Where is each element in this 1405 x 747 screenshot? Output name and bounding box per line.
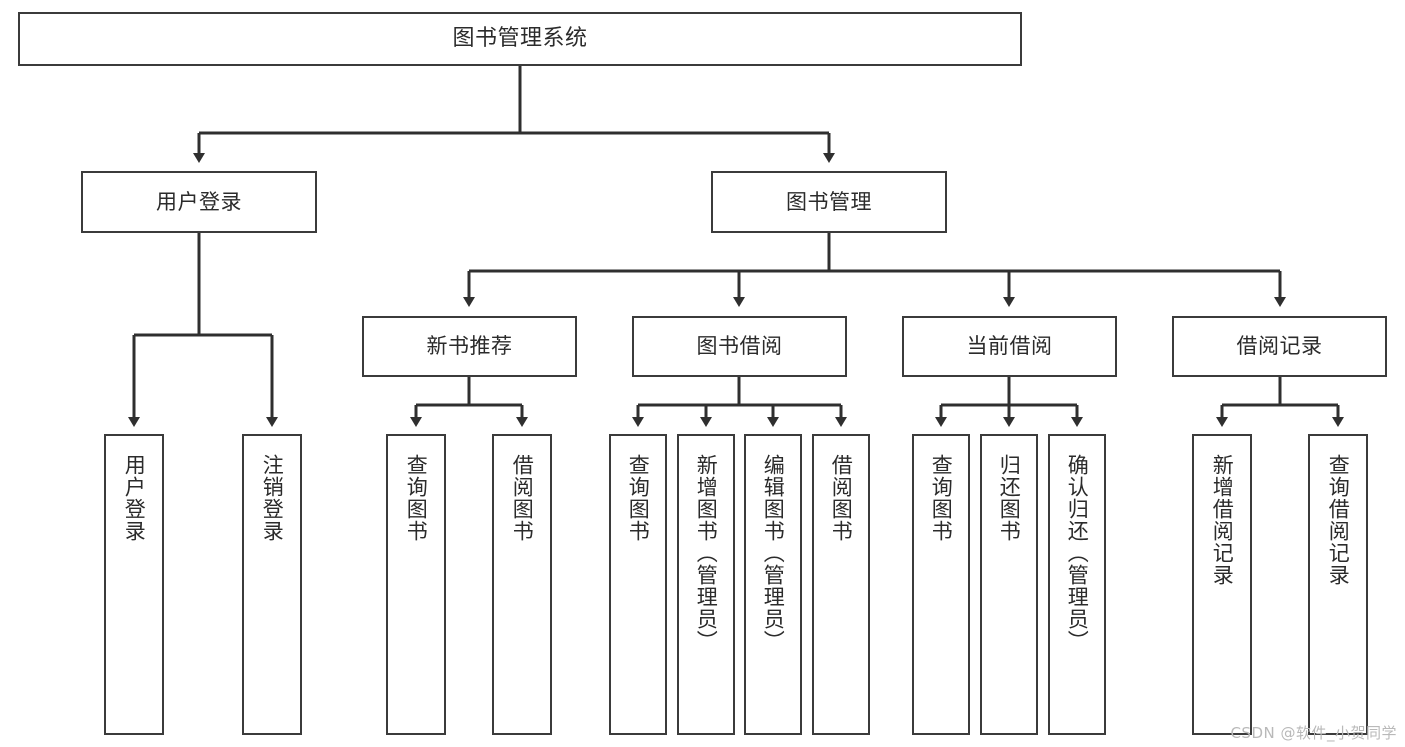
node-label: 查询图书 bbox=[929, 454, 954, 542]
leaf-borrow-record-add-record[interactable]: 新增借阅记录 bbox=[1192, 434, 1252, 735]
leaf-user-login-login[interactable]: 用户登录 bbox=[104, 434, 164, 735]
leaf-current-borrow-confirm-return-admin[interactable]: 确认归还（管理员） bbox=[1048, 434, 1106, 735]
node-label: 查询图书 bbox=[626, 454, 651, 542]
watermark: CSDN @软件_小贺同学 bbox=[1230, 724, 1397, 742]
node-book-borrow[interactable]: 图书借阅 bbox=[632, 316, 847, 377]
node-label: 编辑图书（管理员） bbox=[761, 454, 786, 652]
leaf-current-borrow-query-book[interactable]: 查询图书 bbox=[912, 434, 970, 735]
node-label: 归还图书 bbox=[997, 454, 1022, 542]
node-label: 新增图书（管理员） bbox=[694, 454, 719, 652]
leaf-book-borrow-add-book-admin[interactable]: 新增图书（管理员） bbox=[677, 434, 735, 735]
leaf-current-borrow-return-book[interactable]: 归还图书 bbox=[980, 434, 1038, 735]
node-label: 确认归还（管理员） bbox=[1065, 454, 1090, 652]
node-root-book-management-system[interactable]: 图书管理系统 bbox=[18, 12, 1022, 66]
node-label: 图书管理系统 bbox=[452, 26, 588, 52]
node-label: 用户登录 bbox=[156, 189, 242, 214]
node-label: 借阅图书 bbox=[829, 454, 854, 542]
node-label: 注销登录 bbox=[260, 454, 285, 542]
leaf-new-book-query-book[interactable]: 查询图书 bbox=[386, 434, 446, 735]
node-label: 图书管理 bbox=[786, 189, 872, 214]
node-label: 新增借阅记录 bbox=[1210, 454, 1235, 586]
leaf-borrow-record-query-record[interactable]: 查询借阅记录 bbox=[1308, 434, 1368, 735]
node-user-login[interactable]: 用户登录 bbox=[81, 171, 317, 233]
node-label: 当前借阅 bbox=[966, 334, 1053, 359]
leaf-book-borrow-borrow-book[interactable]: 借阅图书 bbox=[812, 434, 870, 735]
node-label: 查询图书 bbox=[404, 454, 429, 542]
node-book-management[interactable]: 图书管理 bbox=[711, 171, 947, 233]
node-label: 图书借阅 bbox=[696, 334, 783, 359]
node-new-book-recommend[interactable]: 新书推荐 bbox=[362, 316, 577, 377]
node-label: 新书推荐 bbox=[426, 334, 513, 359]
leaf-book-borrow-edit-book-admin[interactable]: 编辑图书（管理员） bbox=[744, 434, 802, 735]
node-label: 用户登录 bbox=[122, 454, 147, 542]
leaf-new-book-borrow-book[interactable]: 借阅图书 bbox=[492, 434, 552, 735]
node-label: 借阅图书 bbox=[510, 454, 535, 542]
leaf-book-borrow-query-book[interactable]: 查询图书 bbox=[609, 434, 667, 735]
node-current-borrow[interactable]: 当前借阅 bbox=[902, 316, 1117, 377]
node-label: 借阅记录 bbox=[1236, 334, 1323, 359]
leaf-user-login-logout[interactable]: 注销登录 bbox=[242, 434, 302, 735]
node-borrow-record[interactable]: 借阅记录 bbox=[1172, 316, 1387, 377]
node-label: 查询借阅记录 bbox=[1326, 454, 1351, 586]
